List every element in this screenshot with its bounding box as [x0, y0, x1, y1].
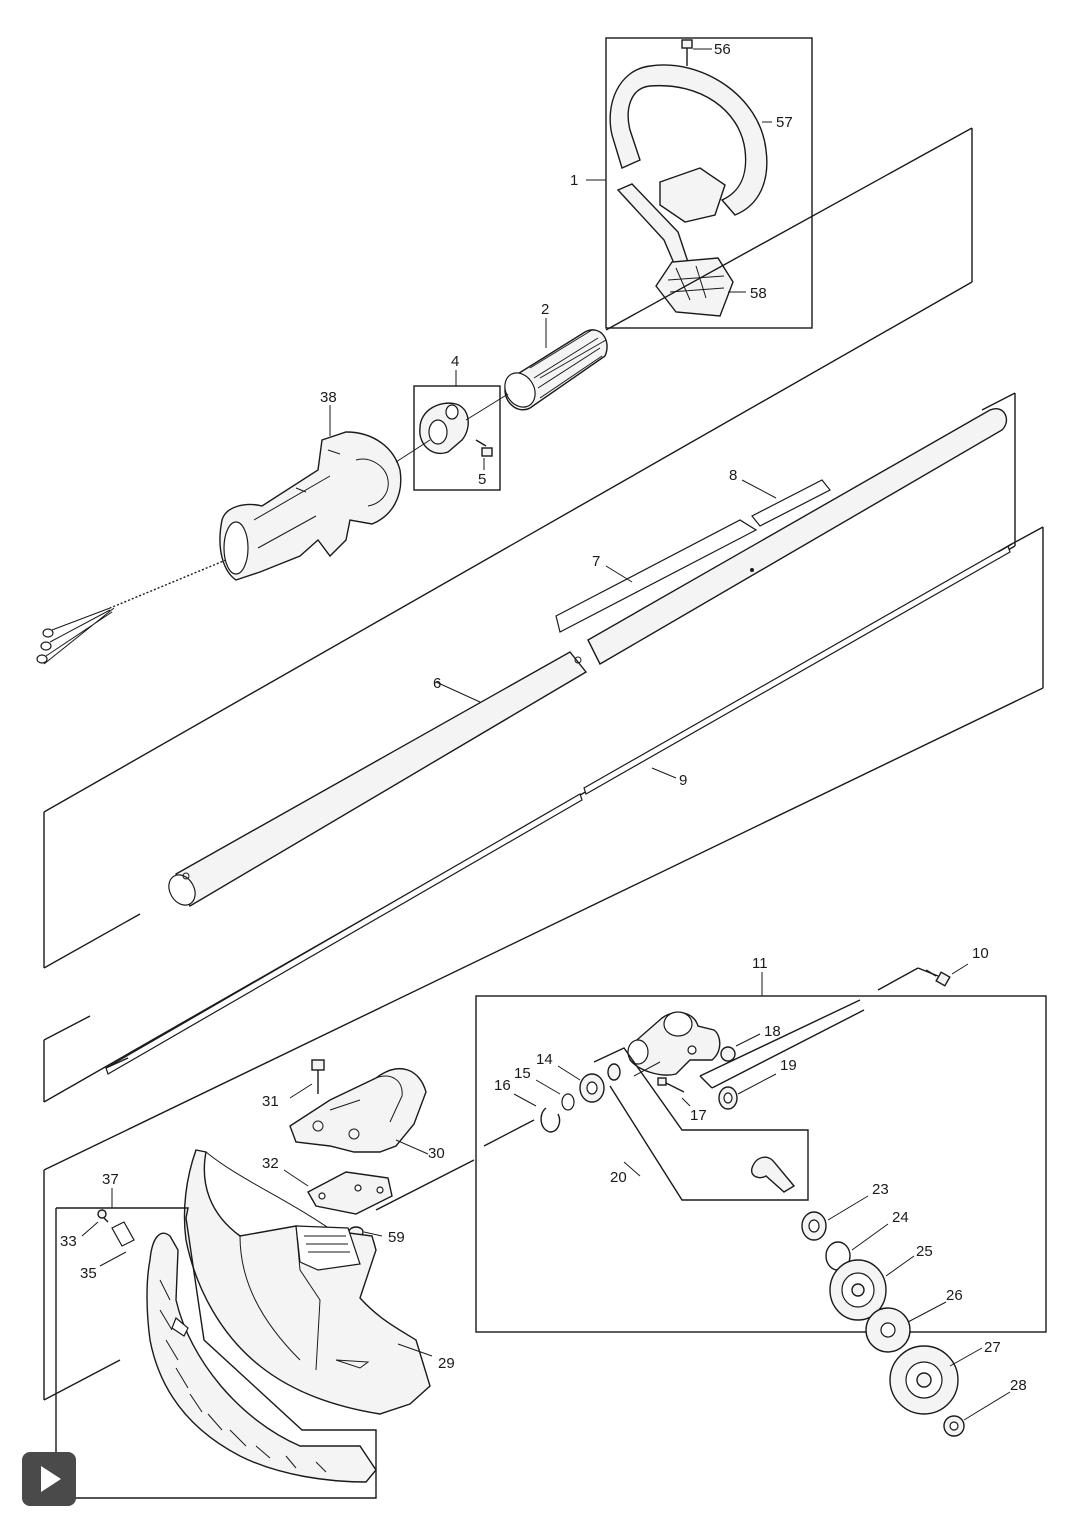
- group-box-37: [55, 1207, 377, 1499]
- part-35-blade: [111, 1221, 135, 1247]
- part-57-loop-handle: [609, 64, 768, 269]
- callout-24: 24: [892, 1209, 909, 1226]
- part-37-guard-extension: [146, 1232, 377, 1483]
- callout-7: 7: [592, 553, 600, 570]
- callout-19: 19: [780, 1057, 797, 1074]
- part-23-bearing: [801, 1211, 827, 1241]
- callout-4: 4: [451, 353, 459, 370]
- part-28-nut: [943, 1415, 965, 1437]
- callout-11: 11: [752, 955, 768, 972]
- callout-30: 30: [428, 1145, 445, 1162]
- part-4-clamp: [419, 402, 469, 455]
- part-14-bearing: [579, 1073, 605, 1103]
- callout-5: 5: [478, 471, 486, 488]
- part-31-bolt: [311, 1059, 325, 1094]
- part-16-circlip: [540, 1107, 561, 1133]
- group-box-4: [413, 385, 501, 491]
- callout-9: 9: [679, 772, 687, 789]
- part-27-outer-plate: [889, 1345, 959, 1415]
- part-18-nut: [720, 1046, 736, 1062]
- part-30-shield-cover: [289, 1068, 427, 1153]
- part-33-screw: [97, 1209, 109, 1223]
- callout-26: 26: [946, 1287, 963, 1304]
- callout-18: 18: [764, 1023, 781, 1040]
- callout-1: 1: [570, 172, 578, 189]
- callout-20: 20: [610, 1169, 627, 1186]
- part-56-bolt: [681, 39, 693, 66]
- part-58-clamp: [655, 257, 734, 317]
- part-6-shaft-tube: [168, 408, 1008, 908]
- callout-59: 59: [388, 1229, 405, 1246]
- part-20-arbor-bolt: [607, 1063, 796, 1193]
- part-25-cover: [829, 1259, 887, 1321]
- callout-25: 25: [916, 1243, 933, 1260]
- part-11-gear-head: [627, 1011, 721, 1076]
- callout-8: 8: [729, 467, 737, 484]
- group-box-20: [593, 1047, 809, 1201]
- callout-27: 27: [984, 1339, 1001, 1356]
- callout-35: 35: [80, 1265, 97, 1282]
- callout-31: 31: [262, 1093, 279, 1110]
- part-10-bolt: [925, 969, 951, 987]
- callout-17: 17: [690, 1107, 707, 1124]
- callout-16: 16: [494, 1077, 511, 1094]
- part-9-drive-shaft: [105, 543, 1013, 1075]
- callout-38: 38: [320, 389, 337, 406]
- part-2-grip: [504, 329, 608, 411]
- part-5-screw: [475, 439, 493, 457]
- part-32-bracket: [307, 1171, 393, 1215]
- callout-14: 14: [536, 1051, 553, 1068]
- callout-2: 2: [541, 301, 549, 318]
- callout-10: 10: [972, 945, 989, 962]
- part-8-label: [751, 479, 831, 527]
- callout-56: 56: [714, 41, 731, 58]
- part-26-inner-plate: [865, 1307, 911, 1353]
- callout-29: 29: [438, 1355, 455, 1372]
- group-box-gearhead: [475, 995, 1047, 1333]
- part-29-guard: [183, 1149, 431, 1415]
- callout-32: 32: [262, 1155, 279, 1172]
- callout-15: 15: [514, 1065, 531, 1082]
- part-15-washer: [561, 1093, 575, 1111]
- play-icon: [41, 1466, 61, 1492]
- callout-28: 28: [1010, 1377, 1027, 1394]
- callout-23: 23: [872, 1181, 889, 1198]
- callout-58: 58: [750, 285, 767, 302]
- part-7-label: [555, 519, 758, 633]
- group-box-handle: [605, 37, 813, 329]
- callout-33: 33: [60, 1233, 77, 1250]
- part-19-bearing: [718, 1086, 738, 1110]
- cable-spring: [36, 559, 227, 665]
- part-17-screw: [657, 1077, 685, 1093]
- play-button[interactable]: [22, 1452, 76, 1506]
- callout-37: 37: [102, 1171, 119, 1188]
- callout-57: 57: [776, 114, 793, 131]
- callout-6: 6: [433, 675, 441, 692]
- part-38-throttle-housing: [219, 431, 402, 581]
